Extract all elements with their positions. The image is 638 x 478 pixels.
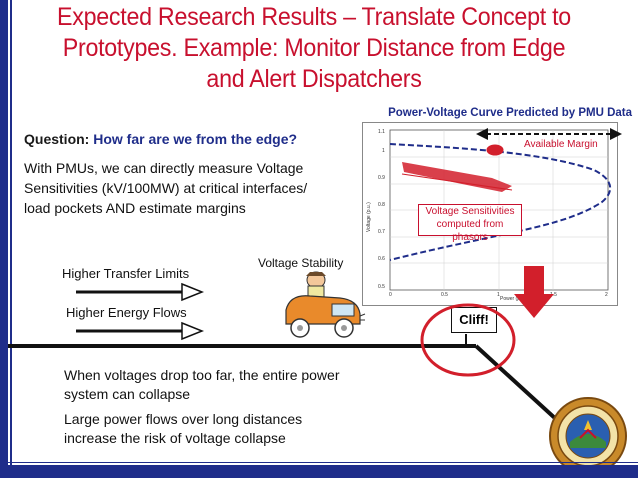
cliff-label: Cliff! xyxy=(451,307,497,333)
operating-point xyxy=(486,144,504,156)
x-tick: 0.5 xyxy=(441,292,448,298)
x-tick: 2 xyxy=(605,292,608,298)
bottom-rule xyxy=(8,462,638,463)
question: Question: How far are we from the edge? xyxy=(24,131,297,147)
risk-line-1: Large power flows over long distances xyxy=(64,411,303,427)
x-tick: 1 xyxy=(497,292,500,298)
body-line-3: load pockets AND estimate margins xyxy=(24,200,246,216)
collapse-line-1: When voltages drop too far, the entire p… xyxy=(64,367,340,383)
x-tick: 1.5 xyxy=(550,292,557,298)
higher-energy-arrow xyxy=(76,321,205,341)
x-axis-label: Power (p.u.) xyxy=(500,296,528,302)
y-axis-label: Voltage (p.u.) xyxy=(366,202,372,232)
slide-title: Expected Research Results – Translate Co… xyxy=(35,2,593,95)
y-tick: 0.9 xyxy=(378,175,385,181)
y-tick-labels: 1.1 1 0.9 0.8 0.7 0.6 0.5 xyxy=(378,129,385,290)
pmu-data-cloud xyxy=(402,162,512,192)
y-tick: 0.5 xyxy=(378,284,385,290)
higher-energy-label: Higher Energy Flows xyxy=(66,305,187,320)
vs-line-1: Voltage Sensitivities xyxy=(425,206,515,217)
question-text: How far are we from the edge? xyxy=(93,131,298,147)
y-tick: 1 xyxy=(382,148,385,154)
body-line-2: Sensitivities (kV/100MW) at critical int… xyxy=(24,180,308,196)
collapse-line-2: system can collapse xyxy=(64,386,191,402)
y-tick: 1.1 xyxy=(378,129,385,135)
cliff-highlight-oval xyxy=(420,303,516,377)
available-margin-arrow xyxy=(476,128,622,140)
y-tick: 0.7 xyxy=(378,229,385,235)
title-line-2: Prototypes. Example: Monitor Distance fr… xyxy=(62,34,566,62)
pv-curve xyxy=(389,143,612,261)
collapse-paragraph: When voltages drop too far, the entire p… xyxy=(64,366,394,404)
available-margin-label: Available Margin xyxy=(524,139,598,150)
california-state-seal-icon xyxy=(549,397,627,475)
slide-left-border xyxy=(0,0,8,478)
voltage-sensitivities-callout: Voltage Sensitivities computed from phas… xyxy=(418,204,522,243)
cartoon-car-icon xyxy=(285,271,366,338)
risk-paragraph: Large power flows over long distances in… xyxy=(64,410,394,448)
higher-transfer-label: Higher Transfer Limits xyxy=(62,266,190,281)
x-tick: 0 xyxy=(389,292,392,298)
pmu-trend-line xyxy=(401,173,513,191)
title-line-3: and Alert Dispatchers xyxy=(206,65,422,93)
vs-line-2: computed from phasors xyxy=(436,219,504,243)
red-down-arrow xyxy=(514,266,554,318)
body-line-1: With PMUs, we can directly measure Volta… xyxy=(24,160,304,176)
title-line-1: Expected Research Results – Translate Co… xyxy=(57,3,571,31)
y-tick: 0.8 xyxy=(378,202,385,208)
bottom-band xyxy=(8,465,638,478)
risk-line-2: increase the risk of voltage collapse xyxy=(64,430,286,446)
slide-left-border-thin xyxy=(10,0,12,478)
chart-title: Power-Voltage Curve Predicted by PMU Dat… xyxy=(388,107,632,119)
x-tick-labels: 0 0.5 1 1.5 2 xyxy=(389,292,608,298)
higher-transfer-arrow xyxy=(76,282,205,302)
y-tick: 0.6 xyxy=(378,256,385,262)
body-paragraph: With PMUs, we can directly measure Volta… xyxy=(24,158,364,218)
question-label: Question: xyxy=(24,131,90,147)
voltage-stability-label: Voltage Stability xyxy=(258,256,344,270)
